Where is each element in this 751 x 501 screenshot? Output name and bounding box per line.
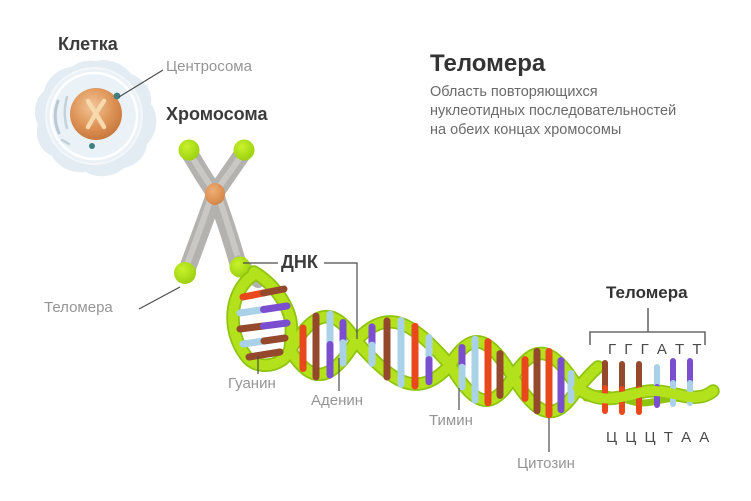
pointer-lines — [118, 69, 550, 452]
telomere-left-label: Теломера — [44, 299, 113, 316]
cell-label: Клетка — [58, 34, 118, 54]
cytosine-label: Цитозин — [517, 455, 575, 472]
telomere-description-line: нуклеотидных последовательностей — [430, 103, 677, 119]
telomere-description: Область повторяющихся нуклеотидных после… — [430, 83, 676, 140]
telomere-left-line — [138, 286, 181, 310]
centromere — [205, 183, 225, 205]
dna-helix-illustration — [226, 265, 720, 419]
telomere-description-line: на обеих концах хромосомы — [430, 122, 622, 138]
telomere-bottom-strand-letters: Ц Ц Ц Т А А — [606, 429, 712, 446]
thymine-label: Тимин — [429, 412, 473, 429]
nucleus-chromosome-glyph — [85, 98, 107, 130]
chromosome-label: Хромосома — [166, 104, 268, 124]
dna-label: ДНК — [281, 252, 318, 272]
telomere-title: Теломера — [430, 50, 546, 77]
telomere-top-strand-letters: Г Г Г А Т Т — [608, 341, 704, 358]
adenine-label: Аденин — [311, 392, 364, 409]
centrosome-label: Центросома — [166, 58, 252, 75]
dna-line-right — [324, 262, 358, 339]
telomere-sequence-label: Теломера — [606, 283, 688, 302]
centrosome-dot — [113, 92, 121, 100]
telomere-tips — [174, 139, 255, 284]
guanine-label: Гуанин — [228, 375, 276, 392]
chromosome-illustration — [174, 139, 265, 288]
telomere-description-line: Область повторяющихся — [430, 84, 598, 100]
cell-dot — [89, 143, 95, 149]
telomere-bracket — [589, 308, 706, 345]
centrosome-line — [118, 69, 164, 98]
cell-illustration — [34, 60, 157, 177]
